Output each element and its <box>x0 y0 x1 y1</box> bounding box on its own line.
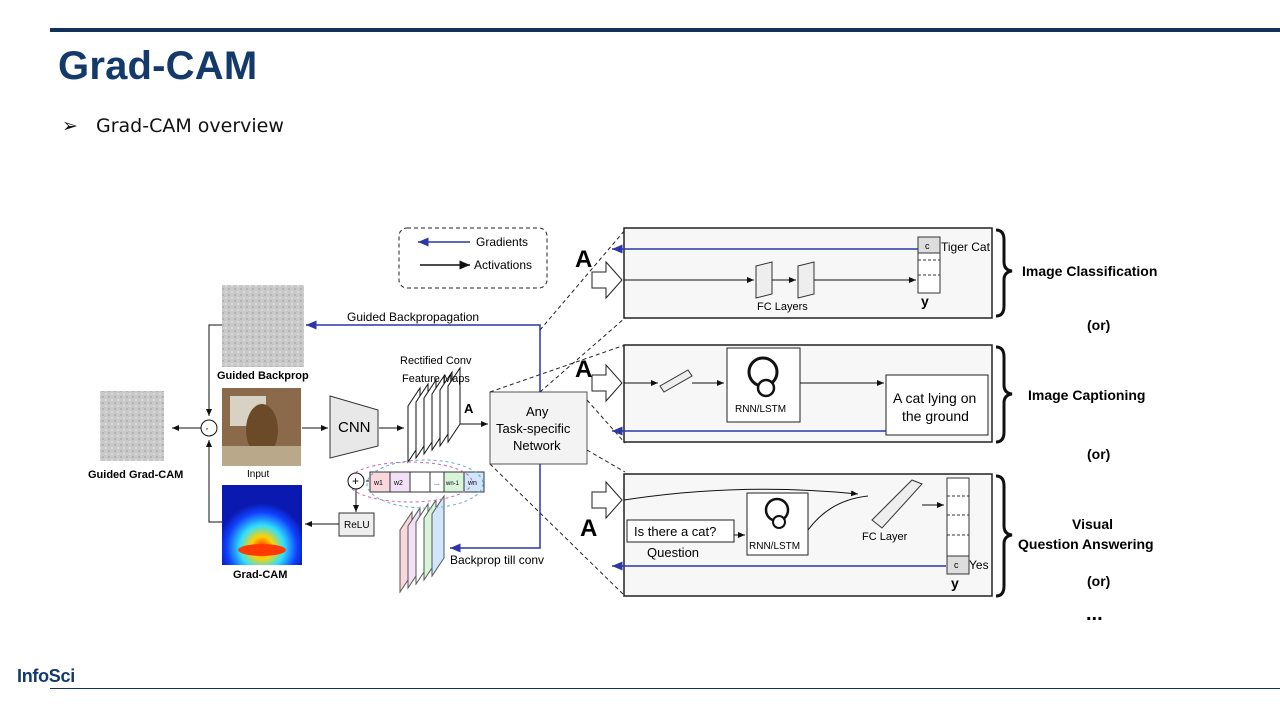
gradcam-to-multiply-arrow <box>206 440 222 523</box>
legend: Gradients Activations <box>398 227 548 289</box>
svg-text:w1: w1 <box>373 480 383 487</box>
backprop-till-conv-label: Backprop till conv <box>450 553 544 567</box>
cnn-label: CNN <box>338 419 371 436</box>
label-image-captioning: Image Captioning <box>1028 387 1145 403</box>
svg-text:y: y <box>951 575 959 591</box>
guided-backprop-label: Guided Backprop <box>217 370 309 382</box>
guided-gradcam-image <box>100 391 164 461</box>
hollow-arrow-icon <box>591 363 623 403</box>
weights-vector: w1 w2 ... wn-1 wn <box>369 471 485 493</box>
svg-text:Question: Question <box>647 545 699 560</box>
bullet-item: ➢ Grad-CAM overview <box>62 115 284 137</box>
feature-maps-stack <box>407 366 461 464</box>
task-net-line-2: Task-specific <box>496 421 571 436</box>
feature-maps-label-1: Rectified Conv <box>400 355 472 367</box>
svg-text:RNN/LSTM: RNN/LSTM <box>749 541 800 552</box>
svg-text:A: A <box>575 356 592 383</box>
panel1-fc-label: FC Layers <box>757 301 808 313</box>
bullet-arrow-icon: ➢ <box>62 115 78 137</box>
backprop-till-conv-arrow <box>450 464 541 553</box>
svg-text:c: c <box>925 241 930 251</box>
svg-text:RNN/LSTM: RNN/LSTM <box>735 404 786 415</box>
panel1-class: Tiger Cat <box>941 240 991 254</box>
svg-text:wn-1: wn-1 <box>445 481 460 487</box>
input-image-floor <box>222 446 301 466</box>
brace-icon <box>995 228 1013 318</box>
guided-gradcam-label: Guided Grad-CAM <box>88 469 183 481</box>
panel1-a: A <box>575 246 592 273</box>
panel-connectors <box>489 229 626 597</box>
vqa-fc-layer <box>871 479 923 529</box>
weights-ellipse-pink <box>347 461 473 503</box>
or-3: (or) <box>1087 573 1110 589</box>
panel-image-classification: A FC Layers c Tiger Cat y <box>575 227 993 319</box>
svg-text:c: c <box>954 560 959 570</box>
question-box <box>626 519 735 543</box>
gradcam-label: Grad-CAM <box>233 569 287 581</box>
svg-text:A: A <box>580 515 597 542</box>
label-vqa-line-1: Visual <box>1072 516 1113 532</box>
svg-text:w2: w2 <box>393 480 403 487</box>
guided-backprop-image <box>222 285 304 367</box>
multiply-symbol: · <box>205 421 209 435</box>
label-image-classification: Image Classification <box>1022 263 1157 279</box>
task-net-line-3: Network <box>513 438 561 453</box>
a-label-main: A <box>464 401 474 416</box>
sum-symbol: + <box>352 474 359 488</box>
svg-text:FC Layer: FC Layer <box>862 531 908 543</box>
cnn-block <box>329 395 379 459</box>
heatmap-hotspot <box>238 544 286 556</box>
svg-text:the ground: the ground <box>902 408 969 424</box>
task-specific-network-box <box>489 391 588 465</box>
svg-text:Is there a cat?: Is there a cat? <box>634 524 716 539</box>
panel-image-captioning: A RNN/LSTM A cat lying on the ground <box>575 344 993 443</box>
fc-layer-1 <box>755 261 773 299</box>
legend-box <box>398 227 548 289</box>
legend-activations: Activations <box>474 258 532 272</box>
svg-text:...: ... <box>434 480 440 487</box>
weights-ellipse-blue <box>366 459 484 509</box>
brace-icon <box>995 474 1013 598</box>
ellipsis: ... <box>1086 603 1103 625</box>
legend-gradients: Gradients <box>476 235 528 249</box>
svg-text:A cat lying on: A cat lying on <box>893 390 976 406</box>
feature-maps-label-2: Feature Maps <box>402 373 470 385</box>
guided-backpropagation-arrow <box>306 320 541 392</box>
footer-logo: InfoSci <box>17 666 75 686</box>
guided-backpropagation-label: Guided Backpropagation <box>347 310 479 324</box>
relu-label: ReLU <box>344 520 370 531</box>
hollow-arrow-icon <box>591 260 623 300</box>
multiply-node-icon <box>200 419 218 437</box>
slide-title: Grad-CAM <box>58 44 258 88</box>
brace-icon <box>995 345 1013 444</box>
or-2: (or) <box>1087 446 1110 462</box>
task-net-line-1: Any <box>526 404 549 419</box>
or-1: (or) <box>1087 317 1110 333</box>
gradient-maps-stack <box>399 494 445 594</box>
input-image-dog <box>246 404 278 456</box>
svg-text:y: y <box>921 293 929 309</box>
panel-vqa: A Is there a cat? Question RNN/LSTM FC L… <box>580 473 993 597</box>
hollow-arrow-icon <box>591 480 623 520</box>
input-label: Input <box>247 469 269 480</box>
bullet-text: Grad-CAM overview <box>96 115 284 137</box>
caption-box <box>885 374 989 436</box>
top-rule <box>50 28 1280 32</box>
bottom-rule <box>50 688 1280 689</box>
svg-text:Yes: Yes <box>969 558 989 572</box>
label-vqa-line-2: Question Answering <box>1018 536 1154 552</box>
backprop-to-multiply-arrow <box>206 324 222 416</box>
embedding-layer <box>659 369 693 393</box>
fc-layer-2 <box>797 261 815 299</box>
